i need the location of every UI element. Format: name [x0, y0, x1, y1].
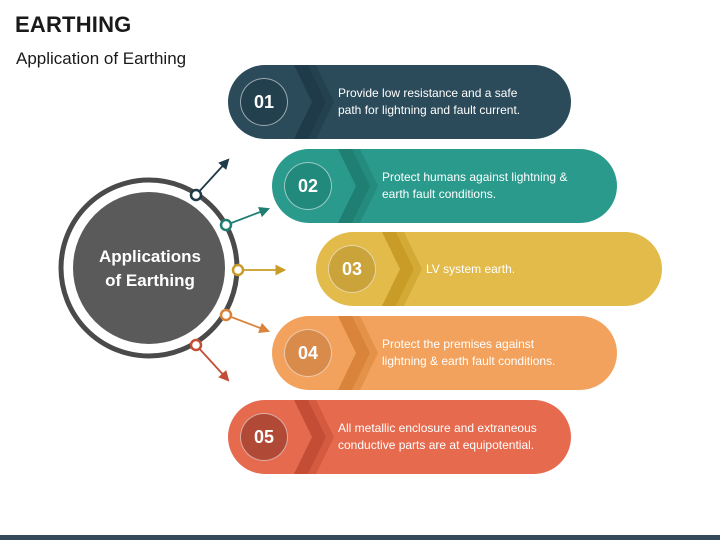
item-number-badge: 04	[284, 329, 332, 377]
item-number-badge: 02	[284, 162, 332, 210]
chevron-right-icon	[382, 232, 422, 306]
center-circle	[73, 192, 225, 344]
connectors	[189, 158, 287, 382]
item-pill-02: 02 Protect humans against lightning & ea…	[272, 149, 617, 223]
connector-arrow	[195, 344, 230, 382]
item-number-badge: 05	[240, 413, 288, 461]
item-description: Protect humans against lightning & earth…	[382, 170, 568, 201]
page-title: EARTHING	[15, 12, 132, 37]
item-description: All metallic enclosure and extraneous co…	[338, 421, 537, 452]
item-pill-01: 01 Provide low resistance and a safe pat…	[228, 65, 571, 139]
bottom-bar	[0, 535, 720, 540]
connector-dot	[231, 263, 245, 277]
chevron-right-icon	[338, 316, 378, 390]
chevron-right-icon	[338, 149, 378, 223]
connector-dot	[189, 188, 203, 202]
item-number-badge: 03	[328, 245, 376, 293]
connector-arrow	[225, 314, 271, 333]
connector-dot	[219, 308, 233, 322]
item-description: LV system earth.	[426, 261, 516, 276]
connector-dot	[219, 218, 233, 232]
chevron-right-icon	[294, 400, 334, 474]
item-description: Protect the premises against lightning &…	[382, 337, 556, 368]
chevron-right-icon	[294, 65, 334, 139]
connector-arrow	[195, 158, 230, 196]
item-pill-03: 03 LV system earth.	[316, 232, 662, 306]
center-label: Applications of Earthing	[80, 245, 220, 293]
item-pill-05: 05 All metallic enclosure and extraneous…	[228, 400, 571, 474]
item-pill-04: 04 Protect the premises against lightnin…	[272, 316, 617, 390]
connector-arrow	[225, 207, 271, 226]
connector-dot	[189, 338, 203, 352]
center-label-line1: Applications	[98, 247, 201, 266]
page-subtitle: Application of Earthing	[16, 49, 187, 68]
center-label-line2: of Earthing	[105, 271, 195, 290]
item-number-badge: 01	[240, 78, 288, 126]
item-description: Provide low resistance and a safe path f…	[338, 86, 521, 117]
